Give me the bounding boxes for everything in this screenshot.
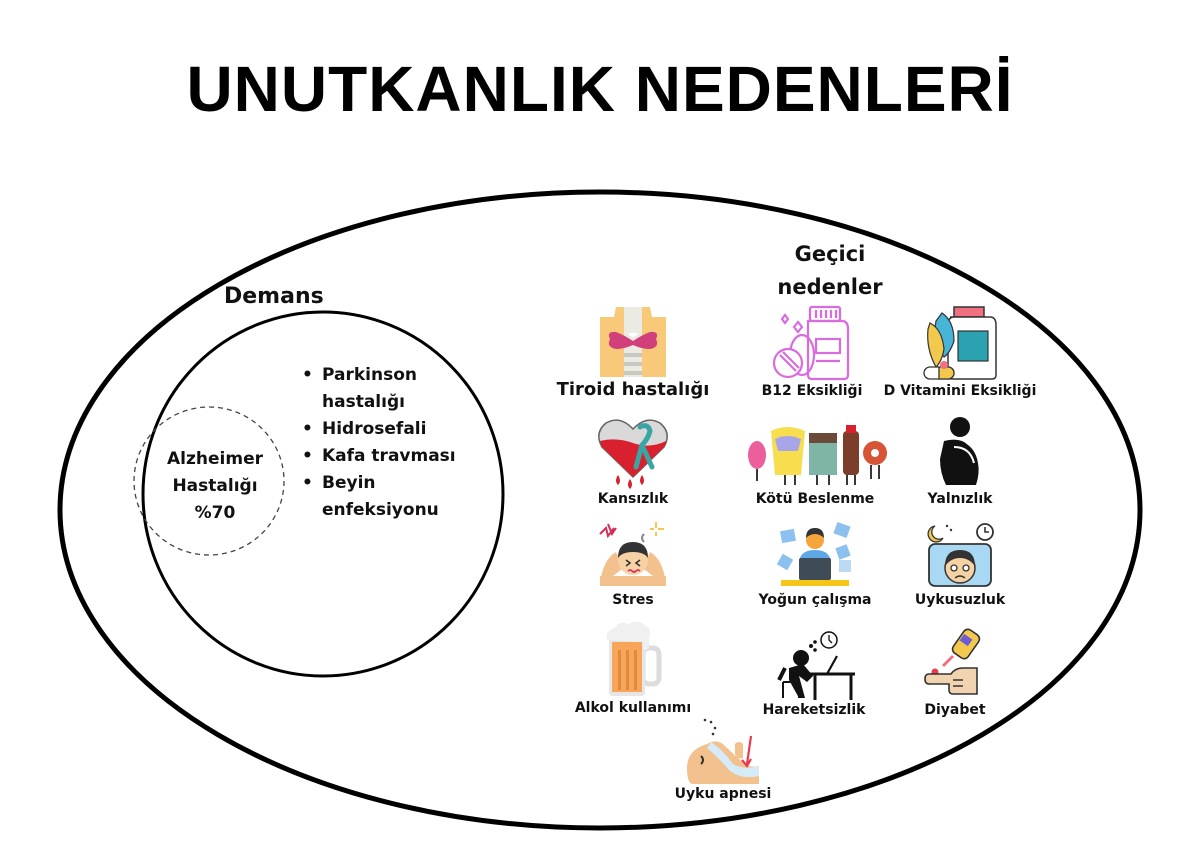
sleep-apnea-icon (687, 718, 759, 784)
beer-mug-icon (606, 622, 662, 696)
temporary-label-line2: nedenler (777, 275, 883, 299)
glucose-meter-icon (924, 628, 981, 695)
fish-oil-vitamin-icon (923, 306, 997, 380)
page-title: UNUTKANLIK NEDENLERİ (186, 53, 1014, 125)
cause-vitamin-d: D Vitamini Eksikliği (880, 305, 1040, 399)
list-item: Kafa travması (302, 443, 492, 470)
cause-label: Hareketsizlik (762, 702, 866, 718)
cause-label: Alkol kullanımı (574, 700, 692, 716)
cause-label: Kansızlık (597, 491, 669, 507)
alzheimer-line2: Hastalığı (172, 476, 258, 496)
cause-loneliness: Yalnızlık (900, 417, 1020, 507)
outer-ellipse (57, 189, 1143, 831)
cause-label: Kötü Beslenme (755, 491, 875, 507)
alzheimer-label: Alzheimer Hastalığı %70 (150, 446, 280, 527)
cause-label: B12 Eksikliği (761, 383, 863, 399)
cause-b12: B12 Eksikliği (750, 305, 874, 399)
list-item: Parkinson hastalığı (302, 362, 492, 416)
cause-bad-nutrition: Kötü Beslenme (740, 417, 890, 507)
cause-insomnia: Uykusuzluk (905, 520, 1015, 608)
cause-label: Tiroid hastalığı (556, 379, 710, 400)
cause-stress: Stres (573, 520, 693, 608)
list-item: Hidrosefali (302, 416, 492, 443)
demans-circle (141, 310, 505, 678)
cause-thyroid: Tiroid hastalığı (553, 305, 713, 400)
temporary-causes-label: Geçici nedenler (770, 238, 890, 304)
alzheimer-percent: %70 (194, 503, 236, 523)
stressed-person-icon (599, 522, 666, 586)
cause-alcohol: Alkol kullanımı (563, 622, 703, 716)
cause-label: Yoğun çalışma (758, 592, 872, 608)
alzheimer-line1: Alzheimer (167, 449, 263, 469)
cause-label: Yalnızlık (927, 491, 993, 507)
demans-label: Demans (224, 284, 324, 309)
cause-anemia: Kansızlık (573, 417, 693, 507)
cause-label: Stres (612, 592, 654, 608)
cause-label: Diyabet (924, 702, 986, 718)
busy-worker-icon (776, 521, 851, 586)
junk-food-icon (748, 425, 887, 485)
cause-label: Uykusuzluk (914, 592, 1006, 608)
cause-label: D Vitamini Eksikliği (883, 383, 1037, 399)
insomnia-icon (927, 523, 994, 587)
dementia-causes-list: Parkinson hastalığı Hidrosefali Kafa tra… (302, 362, 492, 524)
pill-bottle-icon (772, 305, 850, 381)
cause-sleep-apnea: Uyku apnesi (668, 718, 778, 802)
cause-overwork: Yoğun çalışma (750, 520, 880, 608)
lonely-person-icon (940, 417, 979, 485)
cause-inactivity: Hareketsizlik (750, 628, 878, 718)
temporary-label-line1: Geçici (794, 242, 866, 266)
list-item: Beyin enfeksiyonu (302, 470, 492, 524)
sedentary-desk-icon (777, 631, 855, 700)
cause-label: Uyku apnesi (674, 786, 772, 802)
thyroid-icon (600, 307, 666, 377)
alzheimer-dashed-circle (133, 406, 285, 556)
cause-diabetes: Diyabet (905, 628, 1005, 718)
bleeding-heart-icon (598, 419, 668, 489)
